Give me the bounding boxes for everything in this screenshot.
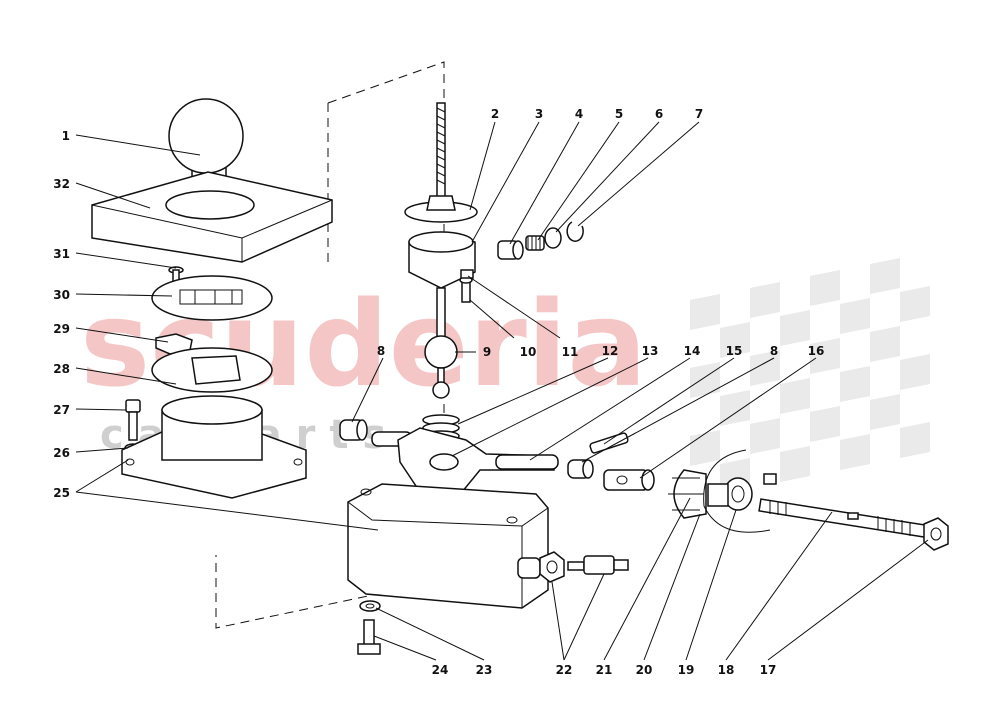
callout-3: 3	[535, 107, 543, 121]
checker-square	[780, 310, 810, 346]
checker-square	[900, 422, 930, 458]
callout-27: 27	[53, 403, 70, 417]
callout-26: 26	[53, 446, 70, 460]
callout-12: 12	[602, 344, 619, 358]
part-pin-15	[589, 432, 629, 454]
part-boot-20	[668, 469, 707, 519]
part-bush-8-left	[339, 419, 368, 441]
callout-6: 6	[655, 107, 663, 121]
callout-4: 4	[575, 107, 583, 121]
callout-17: 17	[760, 663, 777, 677]
callout-8-right: 8	[770, 344, 778, 358]
checker-square	[870, 258, 900, 294]
callout-13: 13	[642, 344, 659, 358]
part-nut-19	[707, 477, 753, 511]
checker-square	[750, 282, 780, 318]
part-knob	[168, 98, 244, 185]
callout-32: 32	[53, 177, 70, 191]
checker-square	[810, 270, 840, 306]
part-nut-17	[923, 517, 949, 551]
part-clip-7	[566, 221, 584, 242]
part-switch-21	[567, 555, 629, 575]
part-ring-6	[544, 227, 562, 249]
callout-23: 23	[476, 663, 493, 677]
part-bolt-24	[357, 619, 381, 655]
part-spring-5	[525, 235, 545, 251]
checker-square	[840, 366, 870, 402]
callout-5: 5	[615, 107, 623, 121]
part-selector-shaft	[371, 427, 559, 493]
checker-square	[690, 362, 720, 398]
callout-19: 19	[678, 663, 695, 677]
part-gate-plate	[151, 275, 273, 321]
checker-square	[720, 322, 750, 358]
callout-20: 20	[636, 663, 653, 677]
checker-square	[810, 338, 840, 374]
part-washer-23	[359, 600, 381, 612]
part-nut-11	[460, 269, 474, 279]
part-long-bolt-18	[758, 473, 930, 539]
callout-9: 9	[483, 345, 491, 359]
part-shield	[703, 449, 771, 533]
callout-11: 11	[562, 345, 579, 359]
part-shift-lever	[404, 102, 478, 399]
callout-15: 15	[726, 344, 743, 358]
callout-10: 10	[520, 345, 537, 359]
callout-22: 22	[556, 663, 573, 677]
callout-1: 1	[62, 129, 70, 143]
checker-square	[840, 434, 870, 470]
checker-square	[720, 390, 750, 426]
callout-18: 18	[718, 663, 735, 677]
part-bush-8-right	[567, 459, 594, 479]
callout-28: 28	[53, 362, 70, 376]
checker-square	[870, 394, 900, 430]
part-housing	[347, 483, 549, 609]
leader-lines	[75, 121, 929, 661]
callout-2: 2	[491, 107, 499, 121]
callout-8-left: 8	[377, 344, 385, 358]
watermark-checker-flag	[690, 258, 930, 494]
part-base-plate	[121, 395, 307, 499]
callout-25: 25	[53, 486, 70, 500]
callout-14: 14	[684, 344, 701, 358]
checker-square	[690, 430, 720, 466]
callout-24: 24	[432, 663, 449, 677]
callout-7: 7	[695, 107, 703, 121]
checker-square	[900, 354, 930, 390]
checker-square	[900, 286, 930, 322]
callout-31: 31	[53, 247, 70, 261]
callout-16: 16	[808, 344, 825, 358]
part-gasket	[151, 347, 273, 393]
checker-square	[780, 446, 810, 482]
checker-square	[780, 378, 810, 414]
checker-square	[870, 326, 900, 362]
checker-square	[810, 406, 840, 442]
checker-square	[690, 294, 720, 330]
part-bushing-4	[497, 240, 524, 260]
checker-square	[840, 298, 870, 334]
part-screw-10	[459, 276, 473, 303]
part-bolt-27	[125, 399, 141, 441]
callout-21: 21	[596, 663, 613, 677]
checker-square	[750, 418, 780, 454]
callout-29: 29	[53, 322, 70, 336]
part-cover	[91, 171, 333, 263]
dashed-outline	[215, 61, 445, 629]
callout-30: 30	[53, 288, 70, 302]
callout-labels: 1 32 31 30 29 28 27 26 25 2 3 4 5 6 7 8 …	[53, 107, 824, 677]
part-nut-22	[539, 551, 565, 583]
